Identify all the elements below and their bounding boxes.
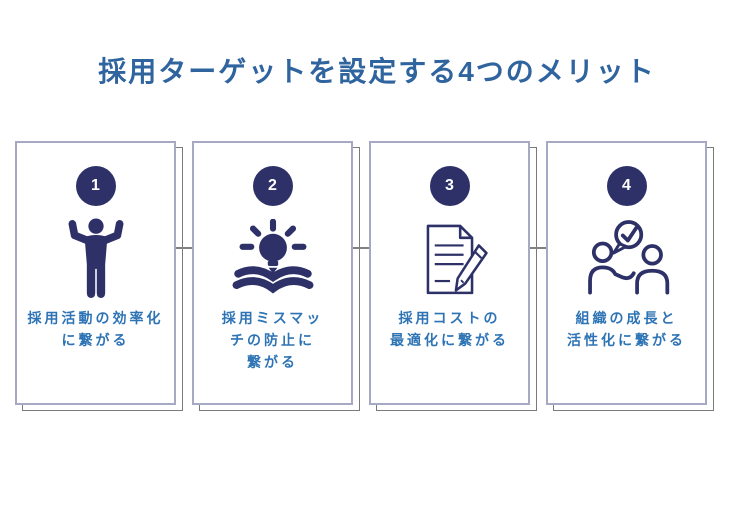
flexing-person-icon [59, 213, 133, 305]
benefit-card-3: 3 採用コストの 最適化に繋がる [369, 141, 537, 411]
caption-line: 活性化に繋がる [567, 332, 686, 348]
card-front: 2 採用ミスマッ チの防止に 繋がる [192, 141, 353, 405]
step-number-badge: 2 [252, 166, 293, 206]
step-number-badge: 1 [75, 166, 116, 206]
benefit-card-4: 4 組織の成長と 活性化に繋がる [546, 141, 714, 411]
caption-line: に繋がる [61, 332, 130, 348]
caption-line: 採用ミスマッ [221, 310, 324, 326]
caption-line: 採用コストの [398, 310, 501, 326]
step-number: 4 [622, 177, 631, 194]
step-number-badge: 4 [606, 166, 647, 206]
card-front: 1 採用活動の効率化 に繋がる [15, 141, 176, 405]
card-front: 4 組織の成長と 活性化に繋がる [546, 141, 707, 405]
caption-line: 採用活動の効率化 [27, 310, 164, 326]
step-number: 1 [91, 177, 100, 194]
benefit-card-1: 1 採用活動の効率化 に繋がる [15, 141, 183, 411]
benefit-card-2: 2 採用ミスマッ チの防止に 繋がる [192, 141, 360, 411]
caption-line: チの防止に [230, 332, 315, 348]
card-front: 3 採用コストの 最適化に繋がる [369, 141, 530, 405]
card-caption: 採用コストの 最適化に繋がる [390, 307, 509, 351]
page-title: 採用ターゲットを設定する4つのメリット [98, 56, 656, 87]
card-connector-line [351, 247, 371, 249]
card-caption: 組織の成長と 活性化に繋がる [567, 307, 686, 351]
card-connector-line [174, 247, 194, 249]
people-conversation-check-icon [579, 213, 675, 305]
caption-line: 最適化に繋がる [390, 332, 509, 348]
card-caption: 採用ミスマッ チの防止に 繋がる [222, 307, 324, 373]
caption-line: 組織の成長と [575, 310, 678, 326]
step-number-badge: 3 [429, 166, 470, 206]
step-number: 3 [445, 177, 454, 194]
card-connector-line [528, 247, 548, 249]
caption-line: 繋がる [247, 354, 298, 370]
document-pencil-icon [409, 213, 491, 305]
step-number: 2 [268, 177, 277, 194]
card-caption: 採用活動の効率化 に繋がる [28, 307, 164, 351]
lightbulb-open-book-icon [231, 213, 315, 305]
